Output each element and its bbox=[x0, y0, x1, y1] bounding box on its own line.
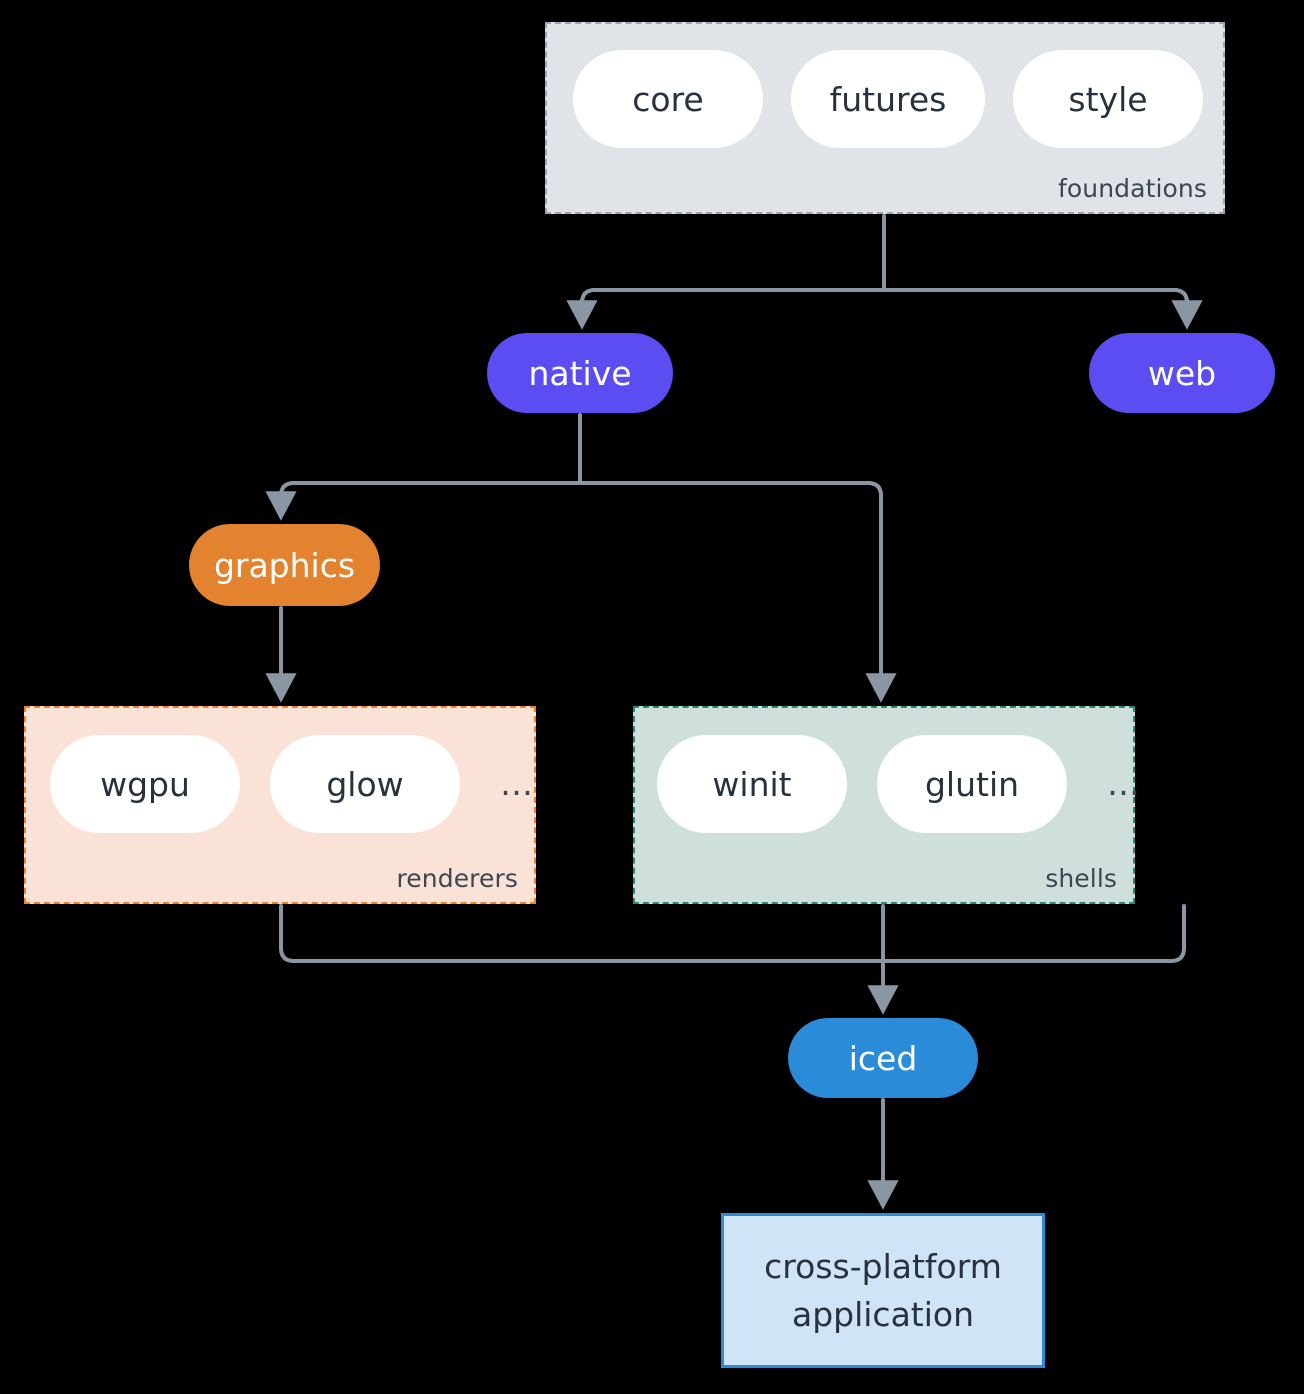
node-cross-platform-application[interactable]: cross-platform application bbox=[721, 1213, 1045, 1368]
renderers-items: wgpu glow … bbox=[50, 735, 533, 833]
wire-corner-foundations-left bbox=[580, 288, 597, 305]
group-shells: winit glutin … shells bbox=[633, 706, 1140, 904]
group-label-foundations: foundations bbox=[1058, 174, 1207, 203]
wire-corner-foundations-right bbox=[1172, 288, 1189, 305]
leaf-glow[interactable]: glow bbox=[270, 735, 460, 833]
group-renderers: wgpu glow … renderers bbox=[24, 706, 536, 904]
wire-corner-web bbox=[1169, 946, 1186, 963]
leaf-wgpu[interactable]: wgpu bbox=[50, 735, 240, 833]
wire-corner-native-left bbox=[279, 481, 296, 498]
application-line-1: cross-platform bbox=[764, 1246, 1002, 1286]
node-iced[interactable]: iced bbox=[788, 1018, 978, 1098]
node-native[interactable]: native bbox=[487, 333, 673, 413]
node-graphics[interactable]: graphics bbox=[189, 524, 380, 606]
shells-overflow-ellipsis: … bbox=[1107, 764, 1140, 803]
leaf-core[interactable]: core bbox=[573, 50, 763, 148]
wire-corner-renderers bbox=[279, 946, 296, 963]
leaf-style[interactable]: style bbox=[1013, 50, 1203, 148]
wire-corner-native-right bbox=[866, 481, 883, 498]
node-web[interactable]: web bbox=[1089, 333, 1275, 413]
shells-items: winit glutin … bbox=[657, 735, 1140, 833]
foundations-items: core futures style bbox=[573, 50, 1203, 148]
renderers-overflow-ellipsis: … bbox=[500, 764, 533, 803]
application-line-2: application bbox=[791, 1294, 975, 1334]
group-foundations: core futures style foundations bbox=[545, 22, 1225, 214]
group-label-shells: shells bbox=[1045, 864, 1117, 893]
leaf-glutin[interactable]: glutin bbox=[877, 735, 1067, 833]
leaf-winit[interactable]: winit bbox=[657, 735, 847, 833]
group-label-renderers: renderers bbox=[396, 864, 518, 893]
leaf-futures[interactable]: futures bbox=[791, 50, 985, 148]
